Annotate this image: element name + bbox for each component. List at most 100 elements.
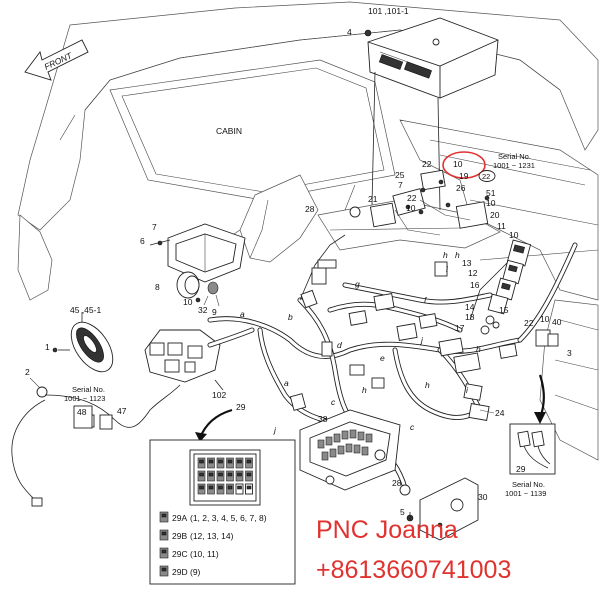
fuse-slot-cap [227,485,233,490]
serial-1-range: 1001 ~ 1231 [493,161,535,170]
callout-29b: 29 [516,464,526,474]
serial-2-title: Serial No. [72,385,105,394]
letter-a1: a [240,309,245,319]
serial-3-title: Serial No. [512,480,545,489]
fuse-slot-cap [199,472,204,477]
fuse-slot-cap [237,459,242,464]
callout-15: 15 [499,305,509,315]
callout-11: 11 [497,221,506,231]
callout-32: 32 [198,305,208,315]
letter-e: e [380,353,385,363]
callout-29a: 29 [236,402,246,412]
callout-6: 6 [140,236,145,246]
letter-b1: b [288,312,293,322]
callout-3: 3 [567,348,572,358]
callout-10d: 10 [509,230,519,240]
relay-column-right [480,239,559,347]
serial-1-title: Serial No. [498,152,531,161]
serial-3-range: 1001 ~ 1139 [505,489,546,498]
callout-9: 9 [212,307,217,317]
letter-i1: i [446,264,449,274]
callout-7b: 7 [152,222,157,232]
fuse-code-29d: 29D [172,567,188,577]
callout-14: 14 [465,302,475,312]
letter-h5: h [455,250,460,260]
letter-j2: j [420,335,424,345]
callout-38: 38 [318,414,328,424]
letter-c2: c [410,422,415,432]
callout-10c: 10 [406,203,416,213]
watermark-name: PNC Joanna [316,516,458,544]
callout-101: 101 ,101-1 [368,6,409,16]
fuse-slot-cap [208,485,214,490]
controller-unit [367,17,499,211]
fuse-code-29c: 29C [172,549,188,559]
callout-10a: 10 [453,159,463,169]
fuse-legend-item: 29C (10, 11) [159,547,219,559]
callout-1: 1 [45,342,50,352]
fuse-slot-cap [218,472,223,477]
callout-10e: 10 [183,297,193,307]
fuse-slot-cap [246,472,252,477]
inset-box-48 [73,405,93,429]
fuse-detail-29d: (9) [190,567,201,577]
cabin-label: CABIN [216,126,242,136]
letter-d: d [337,340,342,350]
fuse-legend-item: 29A (1, 2, 3, 4, 5, 6, 7, 8) [159,511,267,523]
callout-19: 19 [459,171,469,181]
fuse-slot-cap [208,459,214,464]
highlight-circle [442,151,486,179]
callout-22-oval [478,170,496,182]
callout-10b: 10 [486,198,496,208]
watermark-phone: +8613660741003 [316,556,511,584]
speaker-8 [176,271,219,303]
callout-30: 30 [478,492,488,502]
fuse-legend-item: 29D (9) [159,565,201,577]
callout-18: 18 [465,312,475,322]
callout-45: 45 ,45-1 [70,305,101,315]
callout-48: 48 [77,407,87,417]
fuse-slot-cap [227,459,233,464]
fuse-box-main [299,409,401,491]
bracket-plate [399,477,479,541]
fuse-slot-cap [227,472,233,477]
joystick-harness [144,327,255,391]
letter-i2: i [466,385,469,395]
callout-22-oval-text: 22 [482,172,490,181]
fuse-legend-list: 29A (1, 2, 3, 4, 5, 6, 7, 8) 29B (12, 13… [159,511,267,577]
fuse-slot-cap [246,459,252,464]
fuse-slot-cap [237,485,242,490]
callout-28a: 28 [305,204,315,214]
letter-f: f [424,295,428,305]
fuse-slot-cap [218,485,223,490]
fuse-slot-cap [246,485,252,490]
callout-22b: 22 [407,193,417,203]
fuse-slot-cap [199,485,204,490]
cabin-frame [17,1,599,461]
callout-21: 21 [368,194,378,204]
harness-connectors [289,259,518,421]
letter-j1: j [273,425,277,435]
callout-16: 16 [470,280,480,290]
fuse-slot-cap [208,472,214,477]
letter-h1: h [443,250,448,260]
callout-51: 51 [486,188,496,198]
arrow-29-head [195,432,207,442]
callout-40: 40 [552,317,562,327]
fuse-detail-29b: (12, 13, 14) [190,531,234,541]
callout-102: 102 [212,390,226,400]
fuse-slot-cap [199,459,204,464]
callout-25: 25 [395,170,405,180]
callout-24: 24 [495,408,505,418]
callout-13: 13 [462,258,472,268]
callout-22-right: 22 [524,318,534,328]
fuse-grid [197,457,253,495]
inset-box-right [509,374,556,475]
callout-47: 47 [117,406,127,416]
callout-28b: 28 [392,478,402,488]
letter-a2: a [284,378,289,388]
serial-2-range: 1001 ~ 1123 [64,394,105,403]
callout-26: 26 [456,183,466,193]
callout-7a: 7 [398,180,403,190]
